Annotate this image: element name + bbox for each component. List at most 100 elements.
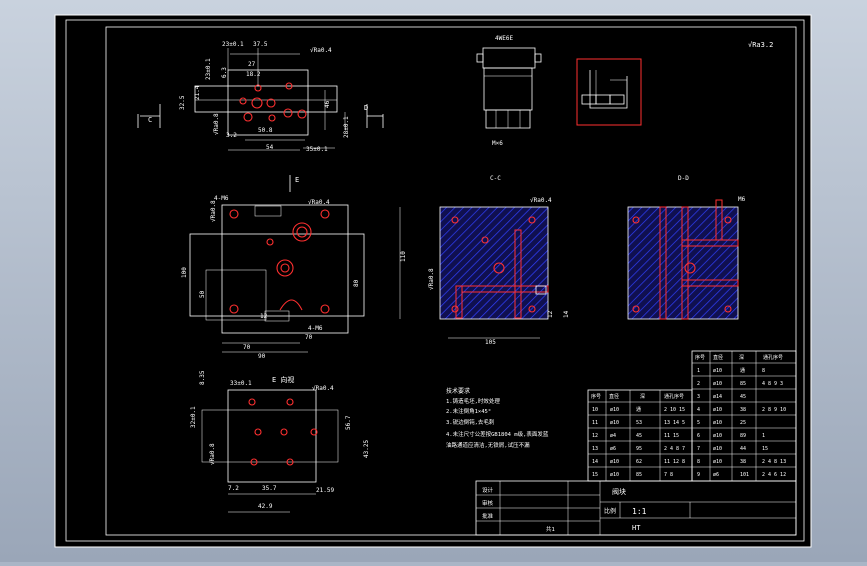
dim-text: 56.7 bbox=[345, 415, 352, 430]
table-cell: 62 bbox=[636, 459, 642, 465]
table-header: 通孔序号 bbox=[664, 393, 684, 400]
dim-text: 46 bbox=[324, 100, 331, 108]
table-cell: 38 bbox=[740, 459, 746, 465]
table-cell: 9 bbox=[697, 472, 700, 478]
table-cell: 8 bbox=[697, 459, 700, 465]
table-cell: 10 bbox=[592, 407, 598, 413]
roughness-symbol: √Ra0.8 bbox=[210, 200, 217, 222]
note-line: 4.未注尺寸公差按GB1804 m级,表面发蓝 bbox=[446, 430, 549, 438]
table-cell: ø10 bbox=[713, 381, 722, 387]
valve-label: 4WE6E bbox=[495, 35, 513, 42]
dim-text: 27 bbox=[248, 61, 256, 68]
dim-text: 105 bbox=[485, 339, 496, 346]
section-d-d: D-D M6 bbox=[627, 175, 746, 320]
notes-title: 技术要求 bbox=[446, 387, 470, 395]
dim-text: 54 bbox=[266, 144, 274, 151]
checked-by: 审核 bbox=[482, 499, 494, 507]
table-cell: 14 bbox=[592, 459, 598, 465]
roughness-symbol: √Ra0.8 bbox=[428, 268, 435, 290]
global-roughness: √Ra3.2 bbox=[748, 41, 773, 49]
table-cell: 11 bbox=[592, 420, 598, 426]
table-cell: ø10 bbox=[713, 407, 722, 413]
table-cell: 6 bbox=[697, 433, 700, 439]
drawing-border bbox=[105, 26, 797, 536]
table-header: 深 bbox=[739, 354, 744, 361]
dim-text: 32±0.1 bbox=[190, 406, 197, 428]
dim-text: 50 bbox=[199, 290, 206, 298]
table-cell: ø6 bbox=[713, 472, 719, 478]
dim-text: 4-M6 bbox=[214, 195, 229, 202]
table-cell: 12 bbox=[592, 433, 598, 439]
section-label-c: C bbox=[148, 116, 152, 124]
roughness-symbol: √Ra0.8 bbox=[209, 443, 216, 465]
table-cell: ø14 bbox=[713, 394, 722, 400]
roughness-symbol: √Ra0.4 bbox=[312, 385, 334, 392]
dim-text: 80 bbox=[353, 279, 360, 287]
dim-text: 110 bbox=[400, 251, 407, 262]
dim-text: 3.2 bbox=[226, 132, 237, 139]
table-cell: 89 bbox=[740, 433, 746, 439]
table-cell: 13 14 5 bbox=[664, 420, 685, 426]
dim-text: 6.3 bbox=[221, 67, 228, 78]
sheet-number: 共1 bbox=[546, 525, 555, 533]
e-view: E 向视 8.35 33±0.1 √Ra0.4 32±0.1 56.7 √Ra0… bbox=[190, 370, 370, 513]
table-cell: 85 bbox=[636, 472, 642, 478]
table-cell: ø10 bbox=[610, 459, 619, 465]
table-cell: ø6 bbox=[610, 446, 616, 452]
dim-text: 50.8 bbox=[258, 127, 273, 134]
table-cell: 44 bbox=[740, 446, 746, 452]
dim-text: 70 bbox=[305, 334, 313, 341]
table-cell: 2 8 9 10 bbox=[762, 407, 786, 413]
table-cell: 11 12 8 bbox=[664, 459, 685, 465]
dim-text: 8.35 bbox=[199, 370, 206, 385]
hydraulic-symbol bbox=[576, 58, 642, 126]
table-cell: 7 8 bbox=[664, 472, 673, 478]
part-name: 阀块 bbox=[612, 487, 626, 496]
table-cell: 13 bbox=[592, 446, 598, 452]
section-title: C-C bbox=[490, 175, 501, 182]
table-cell: 95 bbox=[636, 446, 642, 452]
dim-text: 90 bbox=[258, 353, 266, 360]
section-label-e: E bbox=[295, 176, 299, 184]
table-cell: 15 bbox=[592, 472, 598, 478]
table-cell: 45 bbox=[636, 433, 642, 439]
table-cell: ø10 bbox=[713, 459, 722, 465]
table-cell: 85 bbox=[740, 381, 746, 387]
dim-text: 35.7 bbox=[262, 485, 277, 492]
dim-text: 28±0.1 bbox=[343, 116, 350, 138]
dim-text: 18.2 bbox=[246, 71, 261, 78]
technical-notes: 技术要求 1.铸造毛坯,时效处理 2.未注倒角1×45° 3.锐边倒钝,去毛刺 … bbox=[446, 387, 549, 449]
table-cell: 45 bbox=[740, 394, 746, 400]
dim-text: 21.4 bbox=[194, 85, 201, 100]
table-cell: 8 bbox=[762, 368, 765, 374]
table-cell: ø10 bbox=[610, 472, 619, 478]
dim-text: 35±0.1 bbox=[306, 146, 328, 153]
table-cell: 通 bbox=[636, 406, 641, 413]
table-header: 深 bbox=[640, 393, 645, 400]
table-cell: 4 8 9 3 bbox=[762, 381, 783, 387]
table-cell: 5 bbox=[697, 420, 700, 426]
note-line: 1.铸造毛坯,时效处理 bbox=[446, 397, 500, 405]
dim-text: 21.59 bbox=[316, 487, 334, 494]
drawn-by: 设计 bbox=[482, 486, 494, 494]
table-cell: 101 bbox=[740, 472, 749, 478]
dim-text: 23±0.1 bbox=[222, 41, 244, 48]
front-view: E 4-M6 √Ra0.8 √Ra0.4 100 50 80 12 70 90 … bbox=[181, 175, 365, 360]
dim-text: 23±0.1 bbox=[205, 58, 212, 80]
table-cell: 7 bbox=[697, 446, 700, 452]
dim-text: 100 bbox=[181, 267, 188, 278]
approved-by: 批准 bbox=[482, 512, 494, 520]
table-cell: 3 bbox=[697, 394, 700, 400]
title-block: 阀块 比例 1:1 HT 设计 审核 批准 共1 bbox=[475, 480, 797, 536]
valve-sketch: 4WE6E M×6 bbox=[476, 35, 542, 147]
table-cell: 4 bbox=[697, 407, 700, 413]
table-cell: 2 4 8 13 bbox=[762, 459, 786, 465]
table-cell: 2 4 6 12 bbox=[762, 472, 786, 478]
table-cell: ø10 bbox=[610, 420, 619, 426]
roughness-symbol: √Ra0.8 bbox=[213, 113, 220, 135]
dim-text: 12 bbox=[260, 313, 268, 320]
